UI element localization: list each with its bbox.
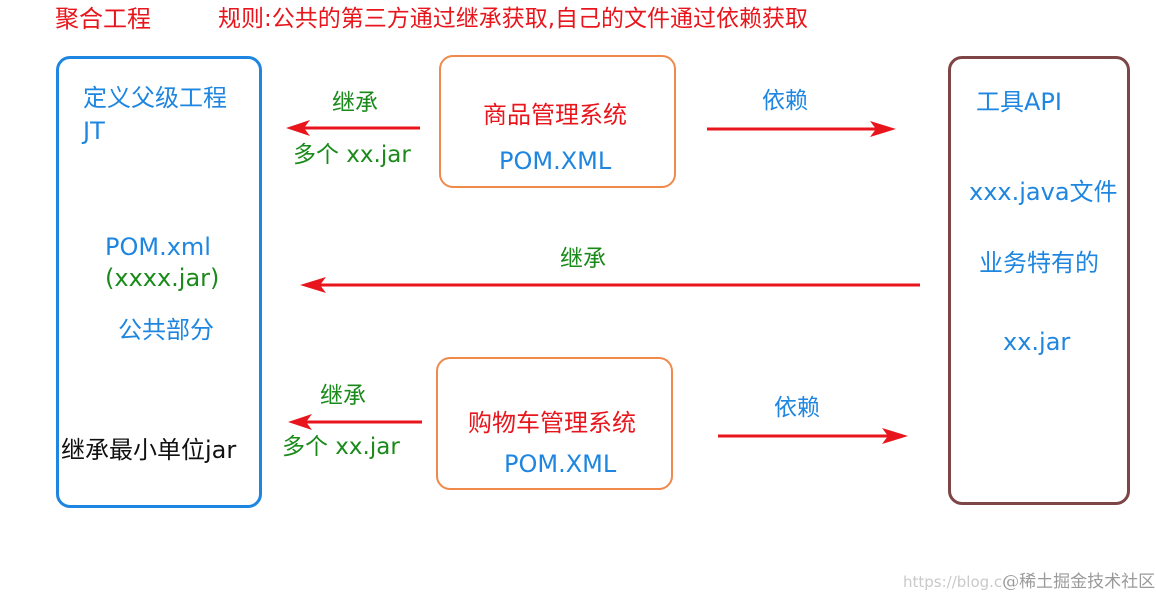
product-inherit-sub: 多个 xx.jar (293, 142, 411, 168)
product-depend-label: 依赖 (762, 88, 808, 114)
cart-module-pom: POM.XML (504, 450, 617, 478)
cart-module-name: 购物车管理系统 (468, 409, 636, 437)
tool-java-files: xxx.java文件 (969, 178, 1118, 206)
tool-inherit-arrow (300, 277, 920, 293)
parent-note: 继承最小单位jar (61, 436, 237, 464)
watermark-url: https://blog.c (903, 573, 1003, 591)
product-inherit-label: 继承 (332, 90, 378, 116)
parent-name: JT (83, 117, 105, 145)
parent-jar: (xxxx.jar) (105, 264, 220, 292)
cart-module-box (436, 357, 673, 490)
parent-common: 公共部分 (118, 316, 214, 344)
product-module-name: 商品管理系统 (483, 101, 627, 129)
tool-inherit-label: 继承 (560, 246, 606, 272)
product-depend-arrow (707, 121, 896, 137)
tool-specific: 业务特有的 (979, 249, 1099, 277)
product-module-box (439, 55, 676, 188)
watermark-text: @稀土掘金技术社区 (1002, 572, 1156, 592)
parent-pom: POM.xml (105, 233, 211, 261)
parent-title: 定义父级工程 (83, 84, 227, 112)
cart-depend-label: 依赖 (774, 395, 820, 421)
rule-text: 规则:公共的第三方通过继承获取,自己的文件通过依赖获取 (218, 6, 809, 32)
cart-depend-arrow (718, 428, 908, 444)
watermark: https://blog.c@稀土掘金技术社区 (903, 574, 1155, 591)
product-module-pom: POM.XML (499, 147, 612, 175)
tool-jar: xx.jar (1003, 328, 1071, 356)
tool-api-box (948, 56, 1130, 505)
diagram-title: 聚合工程 (55, 5, 151, 33)
cart-inherit-sub: 多个 xx.jar (282, 434, 400, 460)
cart-inherit-label: 继承 (320, 383, 366, 409)
cart-inherit-arrow (288, 414, 422, 430)
tool-api-title: 工具API (976, 88, 1062, 116)
parent-project-box (56, 56, 262, 508)
product-inherit-arrow (286, 120, 420, 136)
